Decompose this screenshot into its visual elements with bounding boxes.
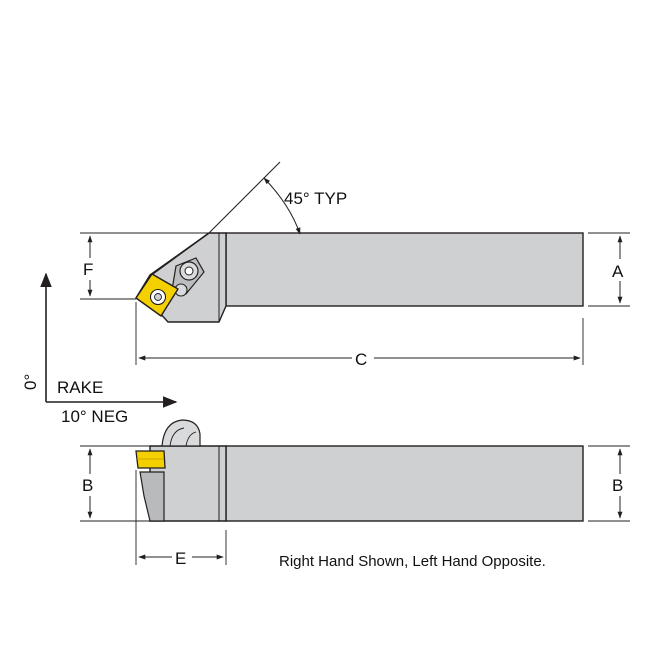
rake-label: RAKE [57,378,103,397]
rake-indicator: 0° RAKE 10° NEG [21,272,178,426]
rake-neg-label: 10° NEG [61,407,128,426]
dim-b-right-label: B [612,476,623,495]
dim-b-left-label: B [82,476,93,495]
top-view: 45° TYP F A C [80,161,630,370]
side-view: B B E Right Hand Shown, Left Hand Opposi… [80,419,630,570]
dim-c-label: C [355,350,367,369]
rake-zero-label: 0° [21,374,40,390]
top-shank [225,232,584,307]
dim-a-label: A [612,262,624,281]
angle-label: 45° TYP [284,189,347,208]
side-shank [225,445,584,522]
hand-caption: Right Hand Shown, Left Hand Opposite. [279,553,546,570]
dim-f-label: F [83,260,93,279]
dim-e-label: E [175,549,186,568]
